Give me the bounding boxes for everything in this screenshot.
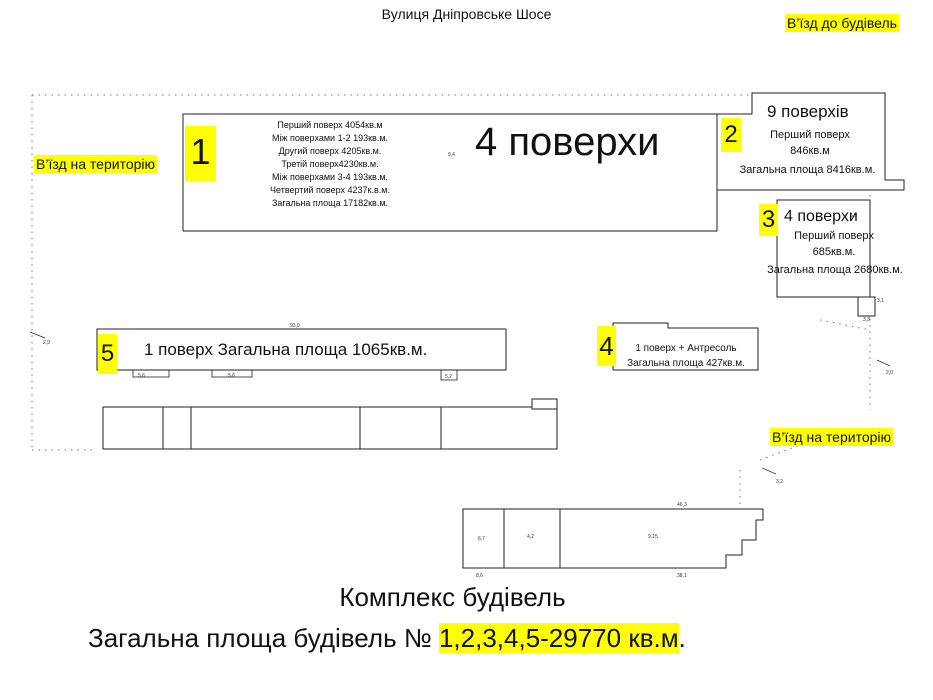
building-3-first-floor: Перший поверх [794, 230, 874, 242]
building-2-number: 2 [721, 118, 741, 152]
entrance-buildings-label: В’їзд до будівель [785, 14, 899, 32]
svg-text:9,15: 9,15 [648, 534, 658, 540]
total-area-highlight: 1,2,3,4,5-29770 кв.м [438, 623, 679, 653]
building-2-floors: 9 поверхів [767, 102, 849, 121]
building-1-line-1: Перший поверх 4054кв.м [277, 120, 383, 130]
svg-text:5,2: 5,2 [445, 374, 452, 380]
building-4-floors: 1 поверх + Антресоль [635, 343, 737, 354]
svg-text:5,6: 5,6 [228, 373, 235, 379]
building-3-outline [776, 199, 871, 298]
building-1-line-2: Між поверхами 1-2 193кв.м. [271, 133, 389, 143]
svg-text:2,0: 2,0 [886, 370, 893, 376]
building-4-total-area: Загальна площа 427кв.м. [627, 358, 745, 369]
svg-text:6,7: 6,7 [478, 536, 485, 542]
street-name: Вулиця Дніпровське Шосе [381, 6, 552, 22]
entrance-territory-left-label: В’їзд на територію [34, 155, 157, 173]
svg-text:3,1: 3,1 [877, 298, 884, 304]
building-3-floors: 4 поверхи [784, 208, 858, 225]
svg-text:93,0: 93,0 [290, 323, 300, 329]
building-1-line-4: Третій поверх4230кв.м. [281, 159, 379, 169]
building-1-outline [182, 113, 718, 232]
total-area-suffix: . [678, 623, 686, 653]
building-3-number: 3 [759, 204, 778, 236]
building-3-total-area: Загальна площа 2680кв.м. [767, 264, 903, 276]
building-1-line-5: Між поверхами 3-4 193кв.м. [271, 172, 389, 182]
total-area-prefix: Загальна площа будівель № [88, 623, 439, 653]
building-1-line-3: Другий поверх 4205кв.м. [278, 146, 382, 156]
building-2-first-floor-area: 846кв.м [790, 145, 830, 157]
svg-text:46,3: 46,3 [677, 502, 687, 508]
complex-title: Комплекс будівель [339, 582, 566, 612]
building-4-outline [612, 322, 759, 371]
building-5-text: 1 поверх Загальна площа 1065кв.м. [144, 340, 428, 359]
svg-text:5,5: 5,5 [850, 213, 857, 219]
building-5-number: 5 [98, 334, 117, 374]
building-4-number: 4 [597, 326, 616, 366]
svg-text:8,6: 8,6 [476, 573, 483, 579]
total-area-line: Загальна площа будівель № 1,2,3,4,5-2977… [88, 620, 686, 656]
svg-text:3,2: 3,2 [776, 479, 783, 485]
building-1-number: 1 [185, 126, 216, 181]
building-2-first-floor: Перший поверх [770, 129, 850, 141]
svg-text:9,4: 9,4 [448, 152, 455, 158]
svg-text:3,3: 3,3 [863, 317, 870, 323]
building-2-outline [716, 92, 905, 191]
building-1-line-7: Загальна площа 17182кв.м. [271, 198, 389, 208]
svg-text:4,2: 4,2 [527, 534, 534, 540]
building-1-line-6: Четвертий поверх 4237к.в.м. [270, 185, 390, 195]
building-1-floors: 4 поверхи [475, 120, 660, 164]
building-3-first-floor-area: 685кв.м. [812, 246, 856, 258]
svg-text:38,1: 38,1 [677, 573, 687, 579]
building-5-outline [96, 328, 507, 371]
entrance-territory-right-label: В’їзд на територію [770, 428, 893, 446]
svg-text:5,6: 5,6 [138, 373, 145, 379]
svg-text:2,9: 2,9 [43, 340, 50, 346]
building-2-total-area: Загальна площа 8416кв.м. [739, 164, 876, 176]
